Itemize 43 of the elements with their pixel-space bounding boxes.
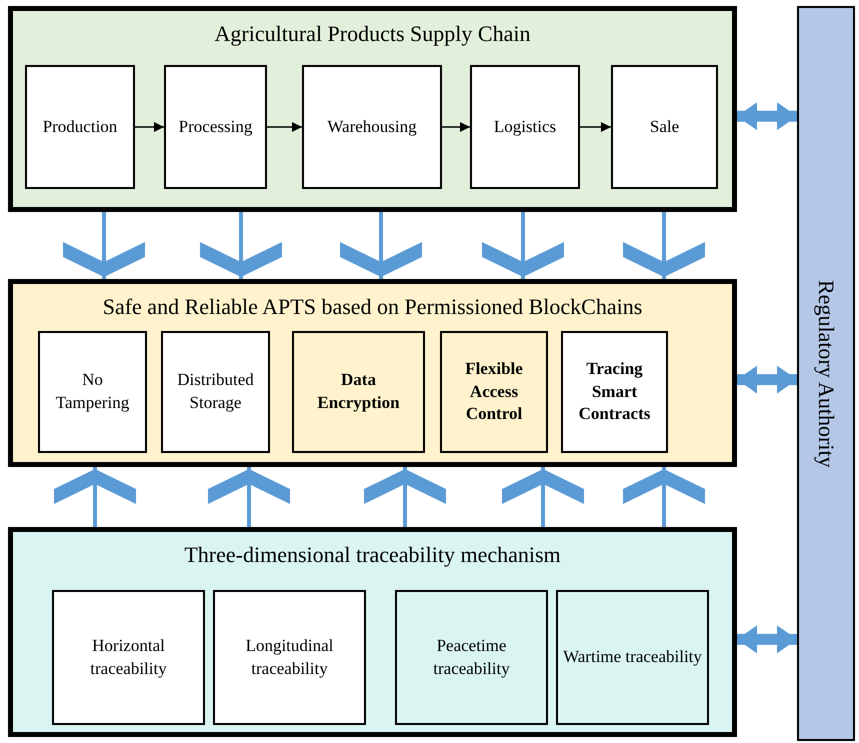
group-panel — [8, 527, 737, 737]
box-label: Data Encryption — [316, 369, 401, 414]
group-panel — [8, 6, 737, 212]
process-box — [25, 65, 135, 189]
arrow — [135, 122, 164, 132]
process-box — [302, 65, 442, 189]
box-label: No Tampering — [54, 369, 130, 414]
process-box — [38, 331, 147, 453]
authority-bar — [797, 6, 855, 741]
box-label: Distributed Storage — [176, 369, 255, 414]
panel-title: Agricultural Products Supply Chain — [214, 21, 532, 46]
box-label: Regulatory Authority — [813, 280, 839, 468]
double-arrow — [737, 625, 797, 654]
process-box — [161, 331, 270, 453]
double-arrow — [737, 366, 797, 394]
box-label: Horizontal traceability — [89, 634, 168, 680]
process-box — [440, 331, 548, 453]
process-box — [556, 590, 709, 725]
box-label: Tracing Smart Contracts — [578, 358, 652, 426]
arrow — [580, 122, 611, 132]
box-label: Flexible Access Control — [464, 358, 524, 426]
box-label: Production — [42, 116, 118, 138]
process-box — [213, 590, 366, 725]
box-label: Peacetime traceability — [432, 634, 511, 680]
process-box — [611, 65, 718, 189]
process-box — [470, 65, 580, 189]
arrow — [267, 122, 302, 132]
process-box — [164, 65, 267, 189]
box-label: Longitudinal traceability — [244, 634, 334, 680]
arrow — [442, 122, 470, 132]
double-arrow — [737, 102, 797, 130]
box-label: Sale — [650, 116, 680, 138]
process-box — [292, 331, 425, 453]
box-label: Logistics — [494, 116, 556, 138]
panel-title: Three-dimensional traceability mechanism — [183, 542, 562, 568]
process-box — [52, 590, 205, 725]
process-box — [395, 590, 548, 725]
panel-title: Safe and Reliable APTS based on Permissioned BlockChains — [102, 294, 644, 320]
box-label: Processing — [178, 116, 252, 138]
group-panel — [8, 279, 737, 467]
box-label: Wartime traceability — [563, 646, 702, 668]
process-box — [561, 331, 668, 453]
box-label: Warehousing — [327, 116, 417, 138]
